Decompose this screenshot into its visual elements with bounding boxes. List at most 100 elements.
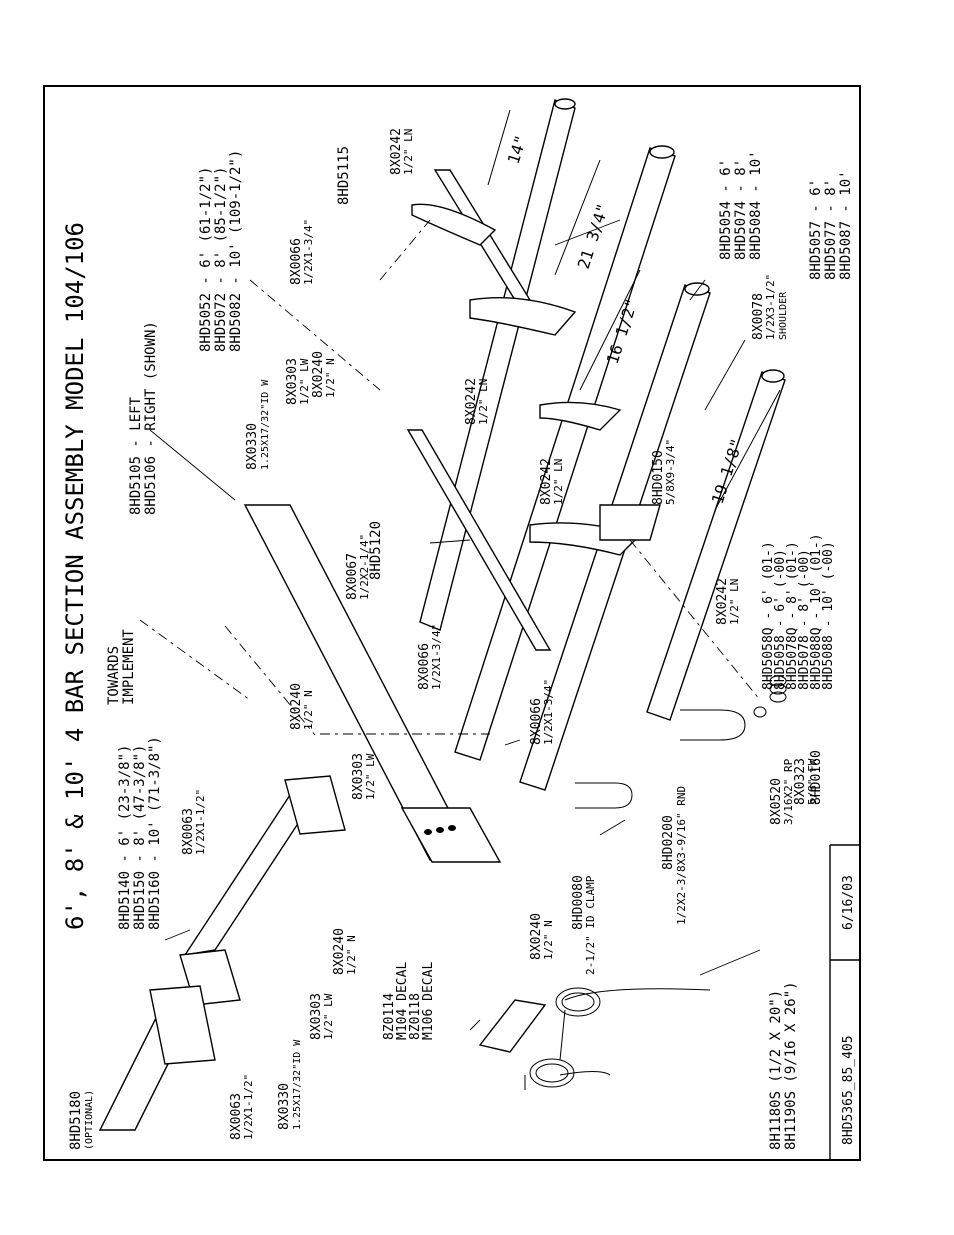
- tines: [524, 987, 711, 1090]
- svg-text:TOWARDS: TOWARDS: [106, 646, 122, 705]
- svg-text:8HD5160 - 10' (71-3/8"): 8HD5160 - 10' (71-3/8"): [147, 736, 163, 930]
- svg-text:8X0242: 8X0242: [389, 128, 404, 175]
- svg-text:8HD5054 - 6': 8HD5054 - 6': [718, 159, 734, 260]
- svg-text:8HD5088Q - 10' (01-): 8HD5088Q - 10' (01-): [809, 533, 824, 690]
- svg-text:8X0240: 8X0240: [289, 683, 304, 730]
- svg-text:8X0520: 8X0520: [769, 778, 784, 825]
- spring: [753, 675, 787, 718]
- callout-bar-c: 8HD5058Q - 6' (01-) 8HD5058 - 6' (-00) 8…: [761, 533, 836, 690]
- svg-text:8HD5074 - 8': 8HD5074 - 8': [733, 159, 749, 260]
- clamp: [575, 782, 633, 809]
- svg-text:8H1190S (9/16 X 26"): 8H1190S (9/16 X 26"): [783, 981, 799, 1150]
- callout-8X0242-b: 8X0242 1/2" LN: [464, 378, 490, 425]
- svg-text:8X0323: 8X0323: [793, 758, 808, 805]
- svg-text:8X0330: 8X0330: [245, 423, 260, 470]
- svg-text:1/2X1-3/4": 1/2X1-3/4": [430, 624, 443, 690]
- svg-text:5/8X9-3/4": 5/8X9-3/4": [664, 439, 677, 505]
- callout-towards: TOWARDS IMPLEMENT: [106, 629, 137, 705]
- drawing-number: 8HD5365_85_405: [841, 1035, 856, 1145]
- svg-text:IMPLEMENT: IMPLEMENT: [121, 629, 137, 705]
- svg-text:M106 DECAL: M106 DECAL: [421, 962, 436, 1040]
- callout-8HD0200: 8HD0200 1/2X2-3/8X3-9/16" RND: [661, 786, 688, 925]
- callout-8X0063-b: 8X0063 1/2X1-1/2": [229, 1074, 255, 1140]
- decal: [478, 999, 547, 1053]
- svg-text:1/2" LW: 1/2" LW: [322, 993, 335, 1040]
- svg-text:8X0240: 8X0240: [529, 913, 544, 960]
- svg-text:8HD5078 - 8' (-00): 8HD5078 - 8' (-00): [797, 549, 812, 690]
- svg-text:8X0242: 8X0242: [539, 458, 554, 505]
- svg-text:8HD5057 - 6': 8HD5057 - 6': [808, 179, 824, 280]
- svg-text:8HD5084 - 10': 8HD5084 - 10': [748, 150, 764, 260]
- optional-extension: [98, 985, 216, 1131]
- svg-text:8X0078: 8X0078: [751, 293, 766, 340]
- svg-text:5/8" FW: 5/8" FW: [806, 758, 819, 805]
- callout-bar-top: 8HD5052 - 6' (61-1/2") 8HD5072 - 8' (85-…: [198, 150, 244, 352]
- svg-text:8HD5105 - LEFT: 8HD5105 - LEFT: [128, 396, 144, 515]
- svg-text:8X0242: 8X0242: [464, 378, 479, 425]
- svg-text:2-1/2" ID CLAMP: 2-1/2" ID CLAMP: [584, 875, 597, 975]
- svg-text:1.25X17/32"ID W: 1.25X17/32"ID W: [260, 379, 271, 470]
- svg-text:M104 DECAL: M104 DECAL: [395, 962, 410, 1040]
- callout-8HD5120: 8HD5120: [368, 521, 384, 580]
- svg-text:1/2" LN: 1/2" LN: [728, 579, 741, 625]
- callout-8X0242-a: 8X0242 1/2" LN: [389, 128, 415, 175]
- centre-lines: [139, 219, 761, 736]
- callout-8X0078: 8X0078 1/2X3-1/2" SHOULDER: [751, 274, 789, 340]
- svg-text:8HD0150: 8HD0150: [651, 450, 666, 505]
- bar-a: [454, 145, 676, 761]
- svg-text:8X0240: 8X0240: [332, 928, 347, 975]
- svg-text:8HD5180: 8HD5180: [68, 1091, 84, 1150]
- svg-text:1/2" N: 1/2" N: [542, 920, 555, 960]
- svg-text:8H1180S (1/2 X 20"): 8H1180S (1/2 X 20"): [768, 990, 784, 1150]
- frame-tube: [179, 775, 346, 1006]
- callout-8X0242-c: 8X0242 1/2" LN: [539, 458, 565, 505]
- page-title: 6', 8' & 10' 4 BAR SECTION ASSEMBLY MODE…: [61, 222, 89, 930]
- svg-text:8X0067: 8X0067: [345, 553, 360, 600]
- svg-text:1/2" N: 1/2" N: [345, 935, 358, 975]
- callout-8X0066-a: 8X0066 1/2X1-3/4": [289, 219, 315, 285]
- svg-text:1/2" LN: 1/2" LN: [402, 129, 415, 175]
- callout-8X0240-b: 8X0240 1/2" N: [289, 683, 315, 730]
- svg-text:8HD5058Q - 6' (01-): 8HD5058Q - 6' (01-): [761, 541, 776, 690]
- callout-8HD0080: 8HD0080 2-1/2" ID CLAMP: [571, 875, 597, 975]
- svg-text:1/2X1-1/2": 1/2X1-1/2": [194, 789, 207, 855]
- callout-frame-lengths: 8HD5140 - 6' (23-3/8") 8HD5150 - 8' (47-…: [117, 736, 163, 930]
- drawing-border: [43, 85, 861, 1161]
- svg-text:1.25X17/32"ID W: 1.25X17/32"ID W: [292, 1039, 303, 1130]
- svg-text:8X0063: 8X0063: [181, 808, 196, 855]
- svg-text:1/2X1-3/4": 1/2X1-3/4": [542, 679, 555, 745]
- tine-holders: [469, 297, 661, 556]
- callout-8X0520: 8X0520 3/16X2" RP: [769, 758, 795, 825]
- svg-text:8X0330: 8X0330: [277, 1083, 292, 1130]
- svg-text:1/2" LN: 1/2" LN: [552, 459, 565, 505]
- svg-text:8HD5088 - 10' (-00): 8HD5088 - 10' (-00): [821, 541, 836, 690]
- svg-text:8X0303: 8X0303: [285, 358, 300, 405]
- callout-8X0330-b: 8X0330 1.25X17/32"ID W: [277, 1039, 303, 1130]
- callout-tines: 8H1180S (1/2 X 20") 8H1190S (9/16 X 26"): [768, 981, 799, 1150]
- svg-text:8HD0160: 8HD0160: [809, 750, 824, 805]
- svg-text:8X0242: 8X0242: [715, 578, 730, 625]
- svg-text:1/2X1-1/2": 1/2X1-1/2": [242, 1074, 255, 1140]
- svg-text:8HD5082 - 10' (109-1/2"): 8HD5082 - 10' (109-1/2"): [228, 150, 244, 352]
- callout-8HD5180: 8HD5180 (OPTIONAL): [68, 1090, 95, 1150]
- side-bracket: [243, 504, 502, 863]
- svg-text:8X0303: 8X0303: [309, 993, 324, 1040]
- svg-text:1/2X3-1/2": 1/2X3-1/2": [764, 274, 777, 340]
- svg-text:1/2" LW: 1/2" LW: [364, 753, 377, 800]
- callout-8X0240-c: 8X0240 1/2" N: [332, 928, 358, 975]
- callout-left-right: 8HD5105 - LEFT 8HD5106 - RIGHT (SHOWN): [128, 321, 159, 515]
- svg-text:8X0066: 8X0066: [529, 698, 544, 745]
- svg-text:3/16X2" RP: 3/16X2" RP: [782, 758, 795, 825]
- callout-bar-b: 8HD5057 - 6' 8HD5077 - 8' 8HD5087 - 10': [808, 170, 854, 280]
- svg-text:8HD5072 - 8' (85-1/2"): 8HD5072 - 8' (85-1/2"): [213, 167, 229, 352]
- svg-text:SHOULDER: SHOULDER: [778, 291, 789, 340]
- u-bolt: [680, 709, 746, 741]
- callout-8X0063-a: 8X0063 1/2X1-1/2": [181, 789, 207, 855]
- callout-8X0242-d: 8X0242 1/2" LN: [715, 578, 741, 625]
- callout-8HD0160: 8HD0160: [809, 750, 824, 805]
- cross-bar: [406, 429, 552, 651]
- svg-text:8HD5140 - 6' (23-3/8"): 8HD5140 - 6' (23-3/8"): [117, 745, 133, 930]
- callout-8X0330-a: 8X0330 1.25X17/32"ID W: [245, 379, 271, 470]
- callout-8X0066-c: 8X0066 1/2X1-3/4": [529, 679, 555, 745]
- svg-text:8HD5150 - 8' (47-3/8"): 8HD5150 - 8' (47-3/8"): [132, 745, 148, 930]
